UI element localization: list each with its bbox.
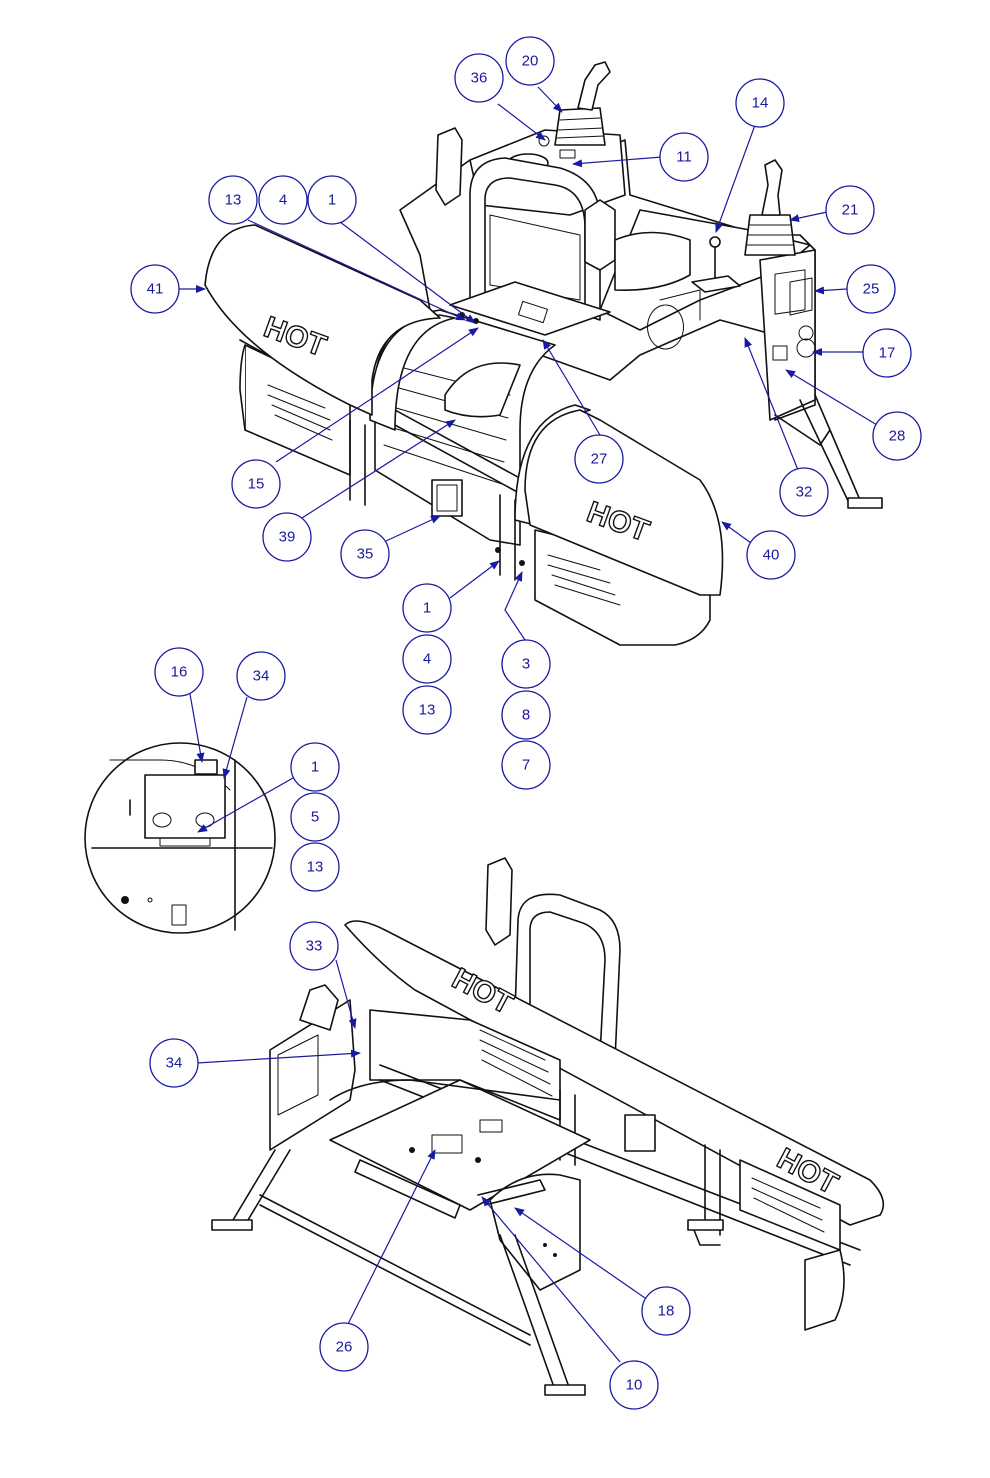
callout-16: 16 xyxy=(154,647,204,697)
svg-text:5: 5 xyxy=(311,809,319,826)
svg-text:15: 15 xyxy=(248,476,265,493)
svg-text:3: 3 xyxy=(522,656,530,673)
svg-text:33: 33 xyxy=(306,938,323,955)
svg-text:13: 13 xyxy=(419,702,436,719)
callout-32: 32 xyxy=(779,467,829,517)
callout-40: 40 xyxy=(746,530,796,580)
svg-text:1: 1 xyxy=(423,600,431,617)
svg-text:36: 36 xyxy=(471,70,488,87)
callout-35: 35 xyxy=(340,529,390,579)
svg-text:1: 1 xyxy=(311,759,319,776)
svg-text:16: 16 xyxy=(171,664,188,681)
callout-7: 7 xyxy=(501,740,551,790)
svg-text:41: 41 xyxy=(147,281,164,298)
callout-34-bottom: 34 xyxy=(149,1038,199,1088)
callout-5: 5 xyxy=(290,792,340,842)
svg-text:18: 18 xyxy=(658,1303,675,1320)
svg-text:20: 20 xyxy=(522,53,539,70)
callout-13-mid: 13 xyxy=(402,685,452,735)
svg-text:40: 40 xyxy=(763,547,780,564)
svg-text:39: 39 xyxy=(279,529,296,546)
callout-34-detail: 34 xyxy=(236,651,286,701)
callout-27: 27 xyxy=(574,434,624,484)
leader-lines xyxy=(178,86,878,1363)
svg-text:32: 32 xyxy=(796,484,813,501)
callout-3: 3 xyxy=(501,639,551,689)
callout-41: 41 xyxy=(130,264,180,314)
svg-text:4: 4 xyxy=(423,651,431,668)
callout-15: 15 xyxy=(231,459,281,509)
svg-text:34: 34 xyxy=(253,668,270,685)
callout-25: 25 xyxy=(846,264,896,314)
callout-4-mid: 4 xyxy=(402,634,452,684)
svg-text:1: 1 xyxy=(328,192,336,209)
callout-36: 36 xyxy=(454,53,504,103)
callout-11: 11 xyxy=(659,132,709,182)
svg-text:11: 11 xyxy=(676,149,692,166)
svg-text:4: 4 xyxy=(279,192,287,209)
svg-text:26: 26 xyxy=(336,1339,353,1356)
callout-8: 8 xyxy=(501,690,551,740)
callout-1-top: 1 xyxy=(307,175,357,225)
callout-4-top: 4 xyxy=(258,175,308,225)
callout-1-detail: 1 xyxy=(290,742,340,792)
callout-13-detail: 13 xyxy=(290,842,340,892)
svg-text:13: 13 xyxy=(225,192,242,209)
top-assembly-drawing: HOT HOT xyxy=(204,61,883,646)
callout-39: 39 xyxy=(262,512,312,562)
callout-10: 10 xyxy=(609,1360,659,1410)
callout-14: 14 xyxy=(735,78,785,128)
callout-21: 21 xyxy=(825,185,875,235)
svg-text:27: 27 xyxy=(591,451,608,468)
svg-text:34: 34 xyxy=(166,1055,183,1072)
callout-20: 20 xyxy=(505,36,555,86)
svg-text:17: 17 xyxy=(879,345,896,362)
svg-text:28: 28 xyxy=(889,428,906,445)
detail-view-drawing xyxy=(84,742,276,934)
callout-26: 26 xyxy=(319,1322,369,1372)
svg-text:14: 14 xyxy=(752,95,769,112)
svg-text:25: 25 xyxy=(863,281,880,298)
svg-text:8: 8 xyxy=(522,707,530,724)
callout-33: 33 xyxy=(289,921,339,971)
callout-17: 17 xyxy=(862,328,912,378)
callout-28: 28 xyxy=(872,411,922,461)
callout-13-top: 13 xyxy=(208,175,258,225)
svg-text:35: 35 xyxy=(357,546,374,563)
svg-text:21: 21 xyxy=(842,202,859,219)
svg-text:10: 10 xyxy=(626,1377,643,1394)
svg-text:7: 7 xyxy=(522,757,530,774)
callout-18: 18 xyxy=(641,1286,691,1336)
svg-text:13: 13 xyxy=(307,859,324,876)
callout-1-mid: 1 xyxy=(402,583,452,633)
